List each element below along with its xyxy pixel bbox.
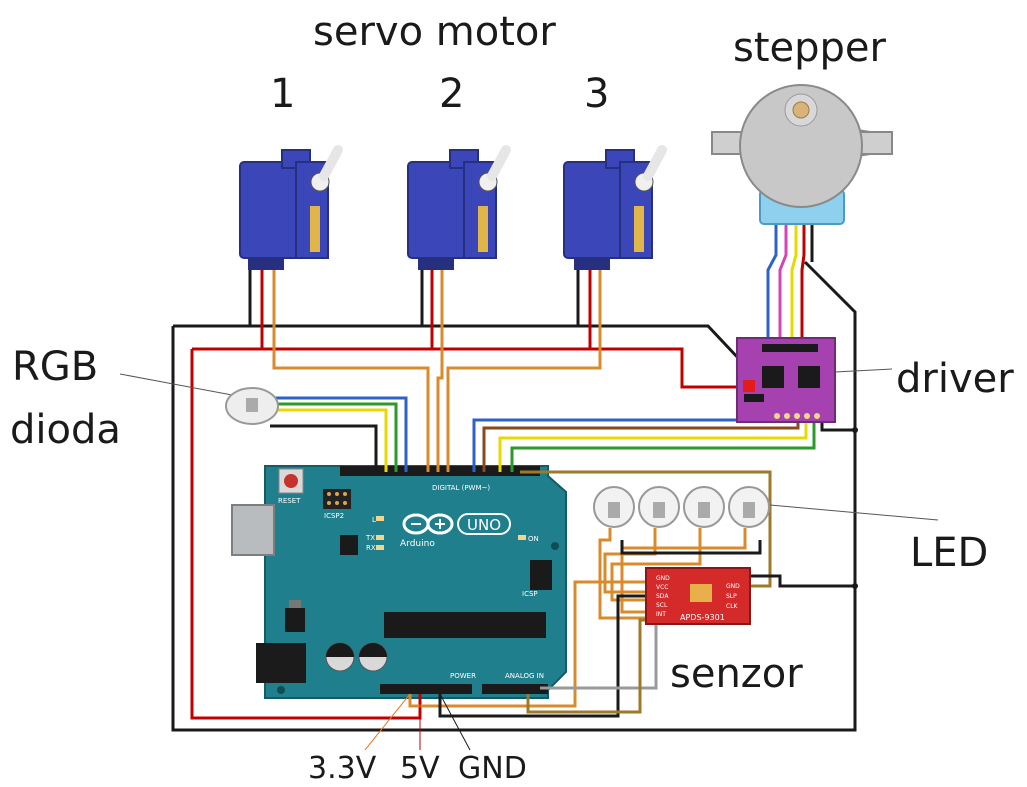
sensor-board: APDS-9301 GND VCC SDA SCL INT GND SLP CL… — [645, 567, 751, 625]
driver-label: driver — [896, 356, 1014, 402]
servo-2-label: 2 — [439, 71, 465, 117]
led-icon — [638, 486, 680, 528]
sensor-pin-int: INT — [656, 611, 666, 618]
stepper-motor-icon — [711, 84, 893, 225]
uno-text: UNO — [467, 516, 501, 534]
servo-3-label: 3 — [584, 71, 610, 117]
arduino-board: RESET ICSP2 DIGITAL (PWM~) L TX RX ON — [231, 465, 567, 699]
arduino-text: Arduino — [400, 539, 435, 549]
led-icon — [593, 486, 635, 528]
sensor-chip-text: APDS-9301 — [680, 613, 725, 622]
v33-label: 3.3V — [308, 751, 377, 786]
sensor-pin-gnd: GND — [656, 575, 670, 582]
servo-title-label: servo motor — [313, 9, 556, 55]
wires — [119, 225, 939, 751]
analog-text: ANALOG IN — [505, 672, 544, 680]
sensor-pin-slp: SLP — [726, 593, 737, 600]
atmega-chip — [384, 612, 546, 638]
led-rx-text: RX — [366, 544, 376, 552]
power-text: POWER — [450, 672, 476, 680]
icsp-header — [530, 560, 552, 590]
reset-button-icon — [284, 474, 298, 488]
sensor-pin-clk: CLK — [726, 603, 739, 610]
reset-text: RESET — [278, 497, 301, 505]
usb-port — [231, 504, 275, 556]
rgb-led-icon — [225, 387, 279, 425]
led-label: LED — [910, 530, 989, 576]
stepper-label: stepper — [733, 25, 886, 71]
driver-board — [736, 337, 836, 423]
icsp2-text: ICSP2 — [324, 512, 344, 520]
rgb-label-line2: dioda — [10, 407, 121, 453]
power-header — [380, 684, 472, 694]
analog-header — [482, 684, 548, 694]
led-l-text: L — [372, 516, 376, 524]
sensor-pin-scl: SCL — [656, 602, 668, 609]
led-tx-text: TX — [365, 534, 375, 542]
rgb-label-line1: RGB — [12, 344, 99, 390]
servo-motor-2-icon — [407, 145, 511, 270]
uno-badge — [457, 513, 511, 535]
servo-motor-1-icon — [239, 145, 343, 270]
senzor-label: senzor — [670, 651, 803, 697]
servo-motor-3-icon — [563, 145, 667, 270]
led-icon — [683, 486, 725, 528]
v5-label: 5V — [400, 751, 440, 786]
led-on-text: ON — [528, 535, 539, 543]
power-jack — [256, 643, 306, 683]
digital-text: DIGITAL (PWM~) — [432, 484, 490, 492]
servo-1-label: 1 — [270, 71, 296, 117]
gnd-label: GND — [458, 751, 527, 786]
sensor-pin-sda: SDA — [656, 593, 669, 600]
arduino-logo-icon — [402, 513, 454, 535]
sensor-pin-vcc: VCC — [656, 584, 668, 591]
sensor-pin-gnd2: GND — [726, 583, 740, 590]
led-icon — [728, 486, 770, 528]
digital-header — [340, 466, 540, 476]
icsp-text: ICSP — [522, 590, 538, 598]
